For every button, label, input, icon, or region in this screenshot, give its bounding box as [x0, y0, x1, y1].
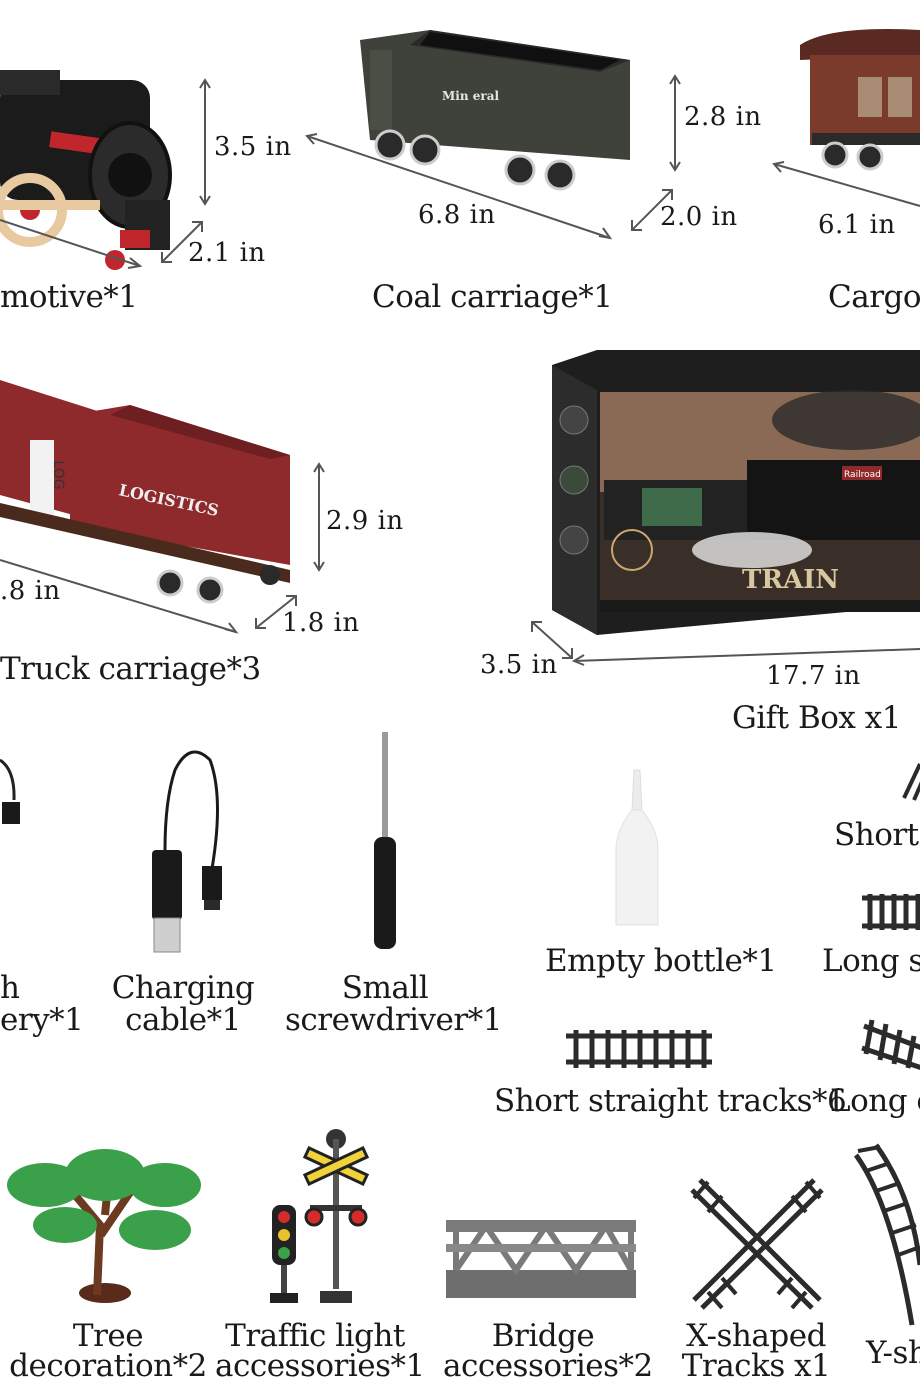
short-straight-track-image — [566, 1030, 712, 1068]
bridge-caption-1: Bridge — [491, 1318, 595, 1354]
cargo-caption: Cargo — [828, 279, 920, 315]
gift-box-plate: Railroad — [844, 470, 881, 480]
locomotive-height-arrow — [199, 78, 211, 206]
locomotive-caption: motive*1 — [0, 279, 138, 315]
traffic-light-caption-1: Traffic light — [225, 1318, 405, 1354]
coal-width-label: 2.0 in — [660, 202, 738, 232]
coal-carriage-image: Min eral — [360, 30, 630, 191]
battery-caption-1: h — [0, 970, 20, 1006]
short-curved-caption: Short c — [834, 817, 920, 853]
charging-cable-caption-1: Charging — [111, 970, 255, 1006]
x-track-caption-2: Tracks x1 — [681, 1348, 831, 1384]
bridge-caption-2: accessories*2 — [443, 1348, 653, 1384]
coal-height-label: 2.8 in — [684, 102, 762, 132]
traffic-light-caption-2: accessories*1 — [215, 1348, 425, 1384]
locomotive-height-label: 3.5 in — [214, 132, 292, 162]
battery-caption-2: ery*1 — [0, 1002, 84, 1038]
battery-image — [0, 758, 20, 824]
truck-width-label: 1.8 in — [282, 608, 360, 638]
coal-length-arrow — [305, 133, 613, 240]
charging-cable-image — [152, 750, 222, 953]
tree-caption-2: decoration*2 — [9, 1348, 207, 1384]
tree-caption-1: Tree — [72, 1318, 144, 1354]
short-straight-caption: Short straight tracks*6 — [494, 1083, 847, 1119]
gift-box-length-arrow — [571, 648, 920, 666]
log-text: LOG — [50, 460, 66, 489]
truck-caption: Truck carriage*3 — [0, 651, 261, 687]
truck-length-label: .8 in — [0, 576, 61, 606]
screwdriver-image — [374, 732, 396, 949]
truck-carriage-image: LOG LOGISTICS — [0, 380, 290, 604]
y-track-image — [853, 1143, 920, 1326]
gift-box-length-label: 17.7 in — [766, 661, 861, 691]
coal-height-arrow — [669, 74, 681, 172]
gift-box-image: Railroad TRAIN — [552, 350, 920, 635]
cargo-length-label: 6.1 in — [818, 210, 896, 240]
screwdriver-caption-2: screwdriver*1 — [285, 1002, 502, 1038]
charging-cable-caption-2: cable*1 — [125, 1002, 241, 1038]
x-track-image — [690, 1178, 824, 1310]
empty-bottle-image — [615, 769, 659, 926]
locomotive-width-arrow — [161, 221, 203, 263]
gift-box-brand: TRAIN — [742, 565, 839, 595]
short-curved-track-image — [902, 763, 920, 801]
x-track-caption-1: X-shaped — [686, 1318, 826, 1354]
gift-box-depth-arrow — [531, 621, 573, 659]
truck-height-label: 2.9 in — [326, 506, 404, 536]
tree-image — [7, 1149, 201, 1303]
bridge-image — [446, 1220, 636, 1298]
long-curved-track-image — [861, 1019, 920, 1070]
cargo-length-arrow — [772, 161, 920, 207]
y-track-caption: Y-sh — [866, 1335, 920, 1371]
locomotive-length-arrow — [0, 219, 143, 269]
long-curved-caption: Long c — [830, 1083, 920, 1119]
locomotive-width-label: 2.1 in — [188, 238, 266, 268]
screwdriver-caption-1: Small — [341, 970, 429, 1006]
coal-length-label: 6.8 in — [418, 200, 496, 230]
long-straight-caption: Long st — [822, 943, 920, 979]
coal-width-arrow — [631, 189, 673, 231]
coal-caption: Coal carriage*1 — [372, 279, 613, 315]
cargo-carriage-image — [800, 29, 920, 171]
truck-height-arrow — [313, 462, 325, 572]
truck-length-arrow — [0, 559, 239, 634]
truck-width-arrow — [255, 595, 297, 629]
long-straight-track-image — [862, 894, 920, 930]
locomotive-image — [0, 70, 172, 270]
gift-box-caption: Gift Box x1 — [732, 700, 901, 736]
coal-side-text: Min eral — [442, 89, 499, 103]
traffic-light-image — [270, 1129, 370, 1303]
empty-bottle-caption: Empty bottle*1 — [545, 943, 777, 979]
gift-box-depth-label: 3.5 in — [480, 650, 558, 680]
